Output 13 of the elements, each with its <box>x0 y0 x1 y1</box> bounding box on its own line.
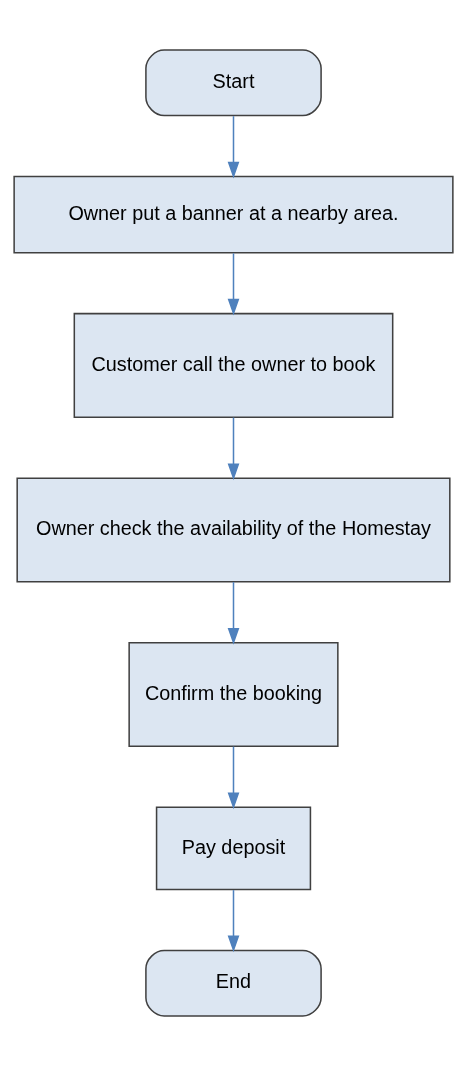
arrow <box>227 580 240 645</box>
arrow <box>227 416 240 480</box>
arrow <box>227 114 240 178</box>
node-box: End <box>145 949 322 1017</box>
node-box: Pay deposit <box>155 805 312 890</box>
node-box: Owner check the availability of the Homestay <box>16 476 451 582</box>
arrow <box>227 252 240 316</box>
arrow <box>227 745 240 809</box>
node-box: Customer call the owner to book <box>73 312 394 418</box>
node-box: Start <box>145 48 322 116</box>
node-box: Confirm the booking <box>128 641 339 747</box>
arrow <box>227 888 240 952</box>
node-box: Owner put a banner at a nearby area. <box>13 175 454 253</box>
